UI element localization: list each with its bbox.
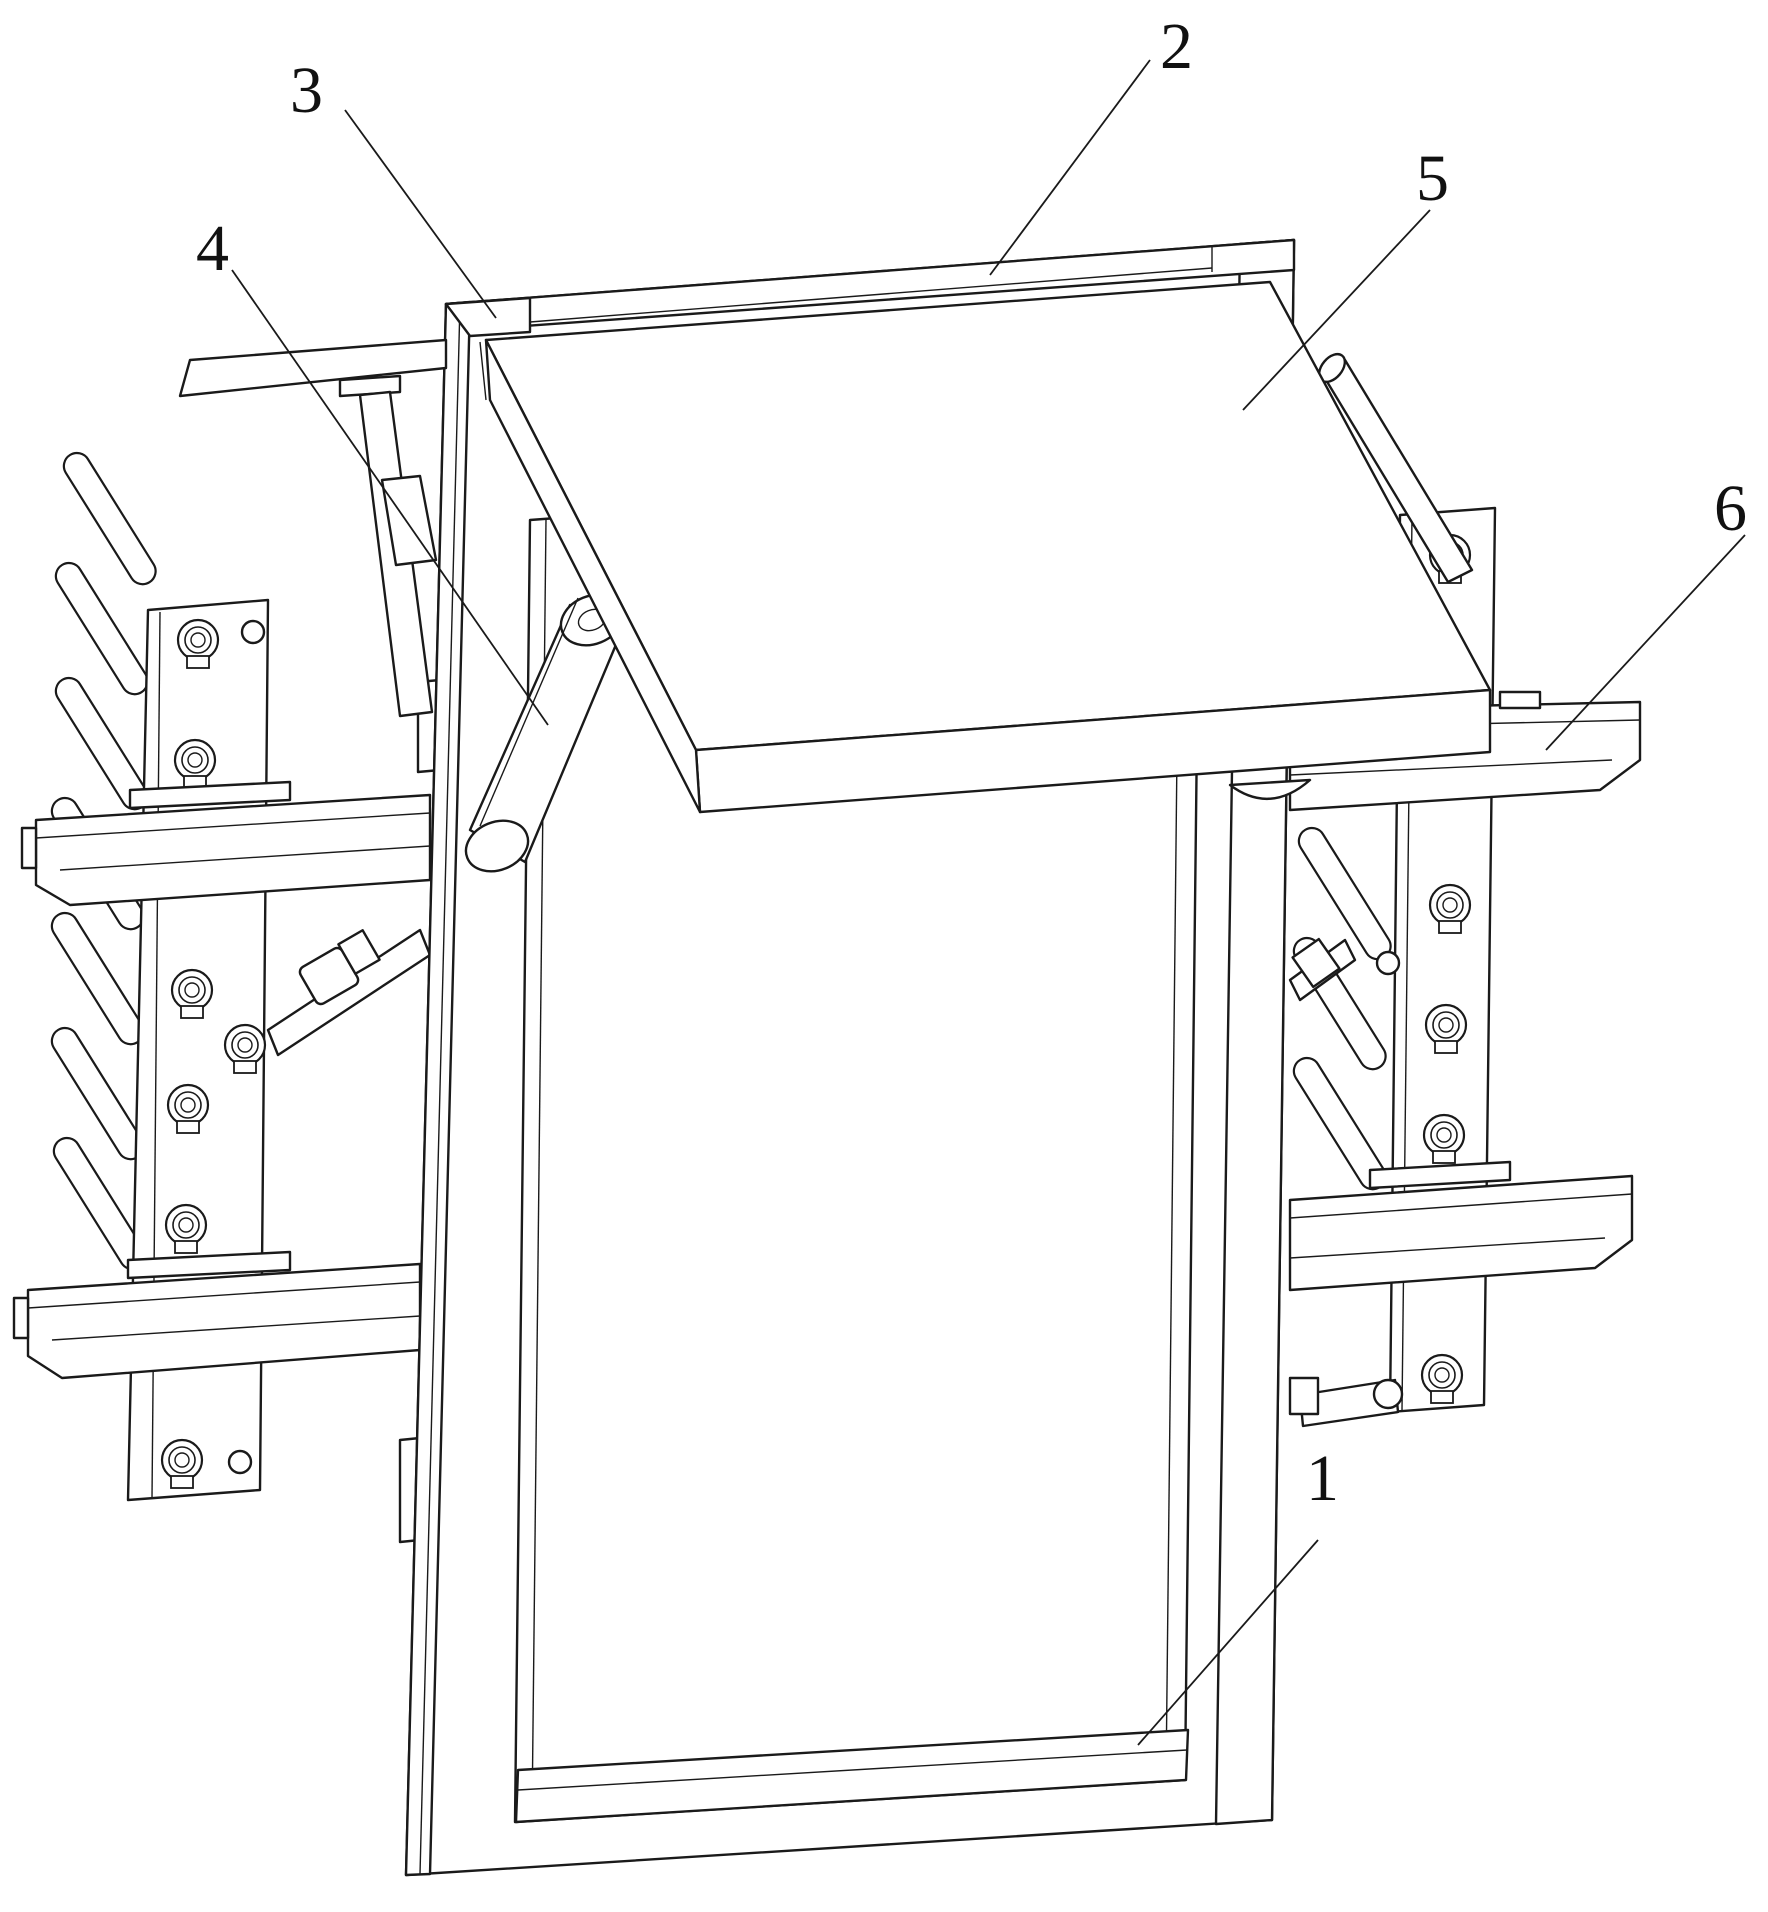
hinge-cylinder xyxy=(464,593,625,873)
label-2: 2 xyxy=(1160,10,1193,83)
leader-3 xyxy=(344,109,497,319)
leader-1 xyxy=(1137,1539,1319,1746)
label-3: 3 xyxy=(290,54,323,127)
right-rods xyxy=(1287,822,1397,1196)
leader-4 xyxy=(231,269,549,726)
right-hydraulic-link xyxy=(1288,937,1404,1428)
left-upper-rail xyxy=(20,780,432,907)
label-5: 5 xyxy=(1416,142,1449,215)
leader-6 xyxy=(1545,534,1746,751)
leader-lines xyxy=(231,59,1746,1746)
label-6: 6 xyxy=(1714,472,1747,545)
leader-5 xyxy=(1242,209,1431,411)
cover-panel xyxy=(479,280,1492,814)
right-lower-rail xyxy=(1288,1160,1634,1292)
leader-2 xyxy=(989,59,1151,276)
label-4: 4 xyxy=(196,212,229,285)
label-1: 1 xyxy=(1306,1442,1339,1515)
reference-numerals: 1 2 3 4 5 6 xyxy=(196,10,1747,1515)
left-lower-rail xyxy=(12,1250,422,1380)
right-strut xyxy=(1317,352,1474,584)
left-hydraulic-link xyxy=(266,928,432,1057)
left-bracket-assembly xyxy=(12,447,442,1544)
